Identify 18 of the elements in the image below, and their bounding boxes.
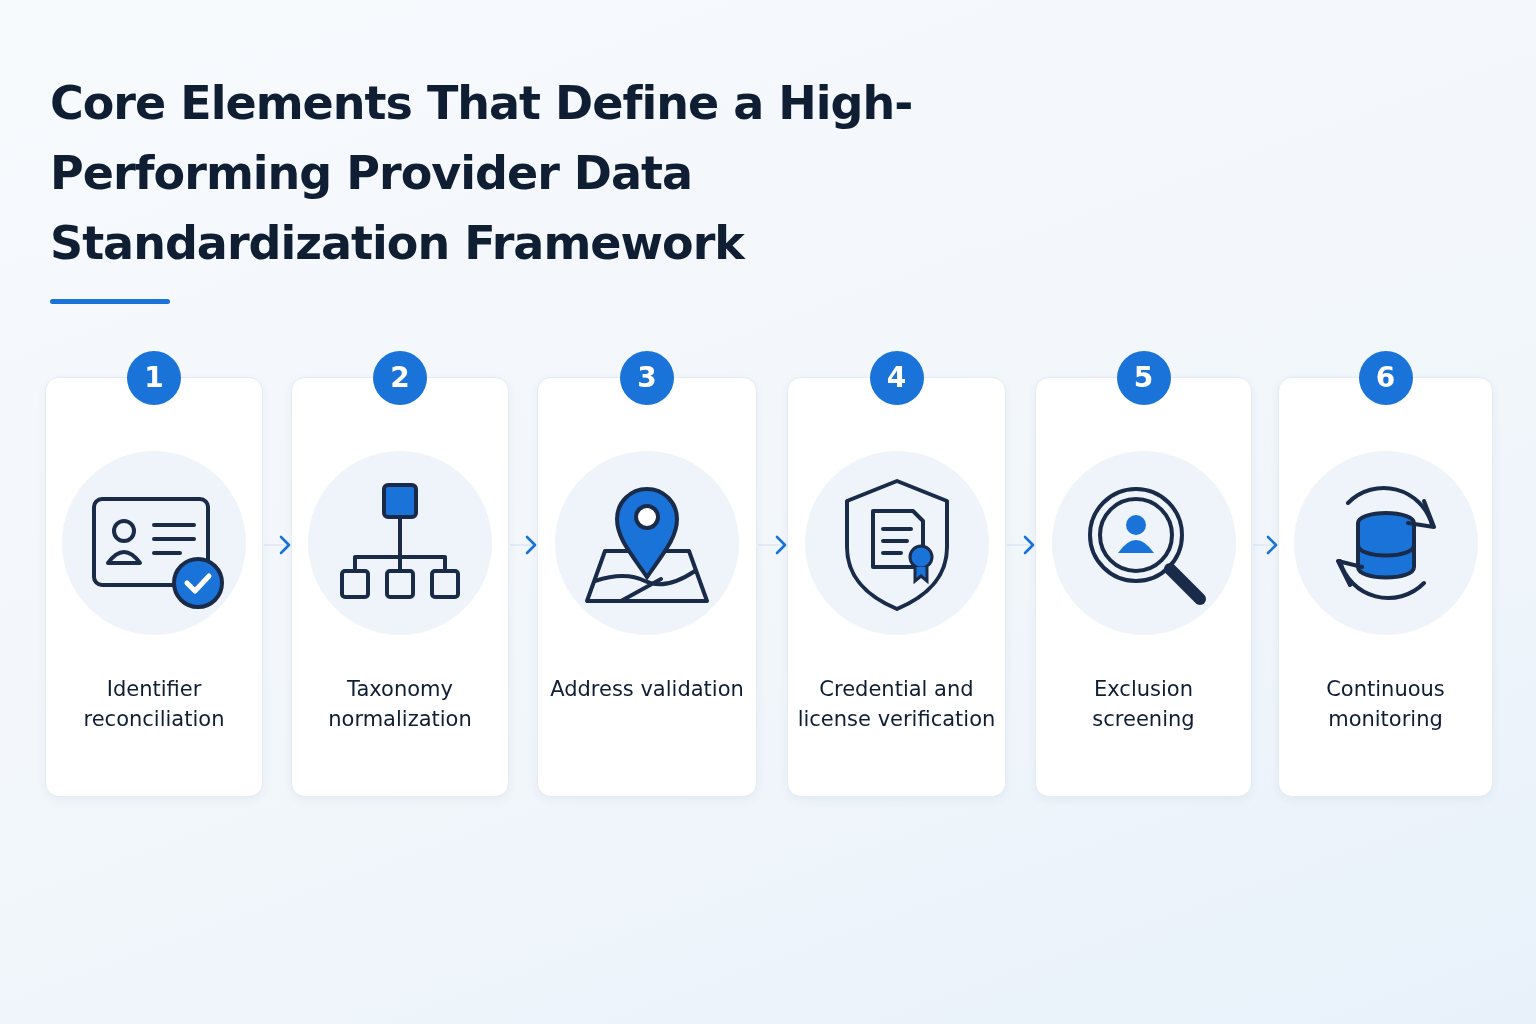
arrow xyxy=(263,535,291,555)
arrow xyxy=(1252,535,1278,555)
step-number-badge: 2 xyxy=(373,351,427,405)
step-label: Continuous monitoring xyxy=(1325,676,1446,733)
arrow xyxy=(757,535,787,555)
step-label: Identifier reconciliation xyxy=(82,676,226,733)
step-label: Credential and license verification xyxy=(796,676,997,733)
arrow xyxy=(509,535,537,555)
step-number-badge: 3 xyxy=(620,351,674,405)
step-label: Exclusion screening xyxy=(1091,676,1196,733)
step-number-badge: 1 xyxy=(127,351,181,405)
step-number-badge: 6 xyxy=(1358,351,1413,405)
arrow xyxy=(1006,535,1035,555)
step-number-badge: 4 xyxy=(869,351,924,405)
title: Core Elements That Define a High-Performing Provider Data Standardization Framework xyxy=(50,75,914,272)
step-label: Taxonomy normalization xyxy=(327,676,473,733)
step-label: Address validation xyxy=(549,676,745,703)
step-number-badge: 5 xyxy=(1116,351,1171,405)
